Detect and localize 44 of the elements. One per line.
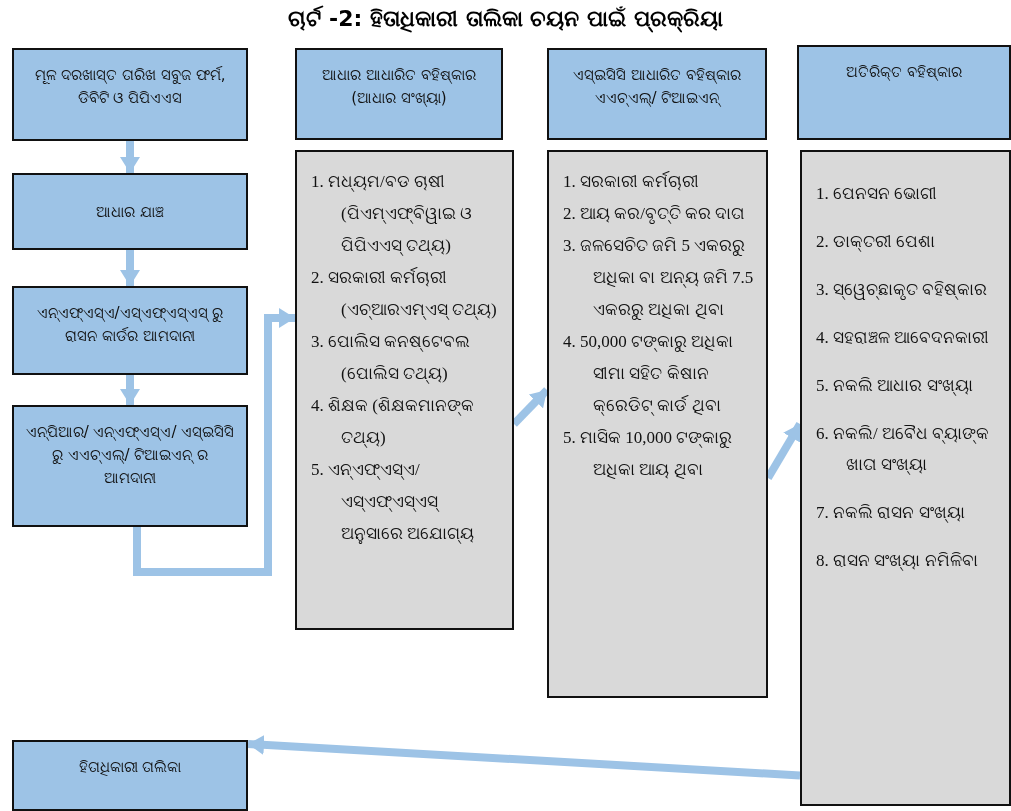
- process-box: [295, 48, 503, 140]
- arrow: [120, 375, 140, 405]
- list-item: 1. ସରକାରୀ କର୍ମଚାରୀ: [563, 170, 701, 193]
- process-box: [12, 286, 248, 375]
- list-item: 4. 50,000 ଟଙ୍କାରୁ ଅଧିକା ସୀମା ସହିତ କିଷାନ କ୍ରେଡିଟ୍ କାର୍ଡ ଥିବା: [563, 331, 735, 418]
- box-label: ଏନ୍‌ପିଆର/ ଏନ୍‌ଏଫ୍‌ଏସ୍‌ଏ/ ଏସ୍‌ଇସିସି ରୁ ଏଏଚ୍‌ଏଲ୍/ ଟିଆଇଏନ୍ ର ଆମଦାନୀ: [24, 422, 236, 489]
- list-item: 4. ଶିକ୍ଷକ (ଶିକ୍ଷକମାନଙ୍କ ତଥ୍ୟ): [311, 395, 475, 450]
- criteria-panel: [800, 150, 1011, 806]
- process-box: [12, 48, 248, 141]
- process-box: [12, 740, 248, 811]
- arrow: [120, 250, 140, 286]
- process-box: [547, 48, 767, 140]
- list-item: 6. ନକଲି/ ଅବୈଧ ବ୍ୟାଙ୍କ ଖାତା ସଂଖ୍ୟା: [816, 423, 991, 477]
- list-item: 5. ମାସିକ 10,000 ଟଙ୍କାରୁ ଅଧିକା ଆୟ ଥିବା: [563, 427, 734, 481]
- process-box: [12, 405, 248, 527]
- box-label: ଆଧାର ଆଧାରିତ ବହିଷ୍କାର (ଆଧାର ସଂଖ୍ୟା): [321, 65, 477, 109]
- process-box: [797, 45, 1011, 140]
- box-label: ଆଧାର ଯାଞ୍ଚ: [95, 202, 165, 223]
- list-item: 3. ସ୍ୱେଚ୍ଛାକୃତ ବହିଷ୍କାର: [816, 279, 989, 302]
- box-label: ମୂଳ ଦରଖାସ୍ତ ତାରିଖ ସବୁଜ ଫର୍ମ, ଡିବିଟି ଓ ପିପିଏଏସ: [33, 65, 227, 109]
- list-item: 2. ସରକାରୀ କର୍ମଚାରୀ (ଏଚ୍‌ଆରଏମ୍‌ଏସ୍ ତଥ୍ୟ): [311, 266, 498, 322]
- arrow: [120, 141, 140, 173]
- list-item: 5. ଏନ୍‌ଏଫ୍‌ଏସ୍‌ଏ/ ଏସ୍‌ଏଫ୍‌ଏସ୍‌ଏସ୍ ଅନୁସାରେ ଅଯୋଗ୍ୟ: [311, 459, 476, 546]
- arrow: [133, 308, 295, 576]
- list-item: 5. ନକଲି ଆଧାର ସଂଖ୍ୟା: [816, 375, 974, 398]
- list-item: 2. ଡାକ୍ତରୀ ପେଶା: [816, 231, 937, 254]
- chart-title: ଚାର୍ଟ -2: ହିତାଧିକାରୀ ତାଲିକା ଚୟନ ପାଇଁ ପ୍ରକ୍ରିୟା: [287, 4, 724, 34]
- list-item: 1. ପେନସନ ଭୋଗୀ: [816, 183, 939, 205]
- list-item: 7. ନକଲି ରାସନ ସଂଖ୍ୟା: [816, 502, 966, 525]
- list-item: 3. ପୋଲିସ କନଷ୍ଟେବଲ (ପୋଲିସ ତଥ୍ୟ): [311, 331, 472, 386]
- arrow: [511, 387, 550, 427]
- list-item: 4. ସହରାଞ୍ଚଳ ଆବେଦନକାରୀ: [816, 327, 991, 349]
- list-item: 2. ଆୟ କର/ବୃତ୍ତି କର ଦାତା: [563, 203, 747, 226]
- box-label: ଏସ୍‌ଇସିସି ଆଧାରିତ ବହିଷ୍କାର ଏଏଚ୍‌ଏଲ୍/ ଟିଆଇଏନ୍: [572, 65, 742, 109]
- box-label: ହିତାଧିକାରୀ ତାଲିକା: [77, 757, 183, 778]
- box-label: ଏନ୍‌ଏଫ୍‌ଏସ୍‌ଏ/ଏସ୍‌ଏଫ୍‌ଏସ୍‌ଏସ୍ ରୁ ରାସନ କାର୍ଡର ଆମଦାନୀ: [35, 303, 225, 347]
- process-box: [12, 173, 248, 250]
- list-item: 3. ଜଳସେଚିତ ଜମି 5 ଏକରରୁ ଅଧିକା ବା ଅନ୍ୟ ଜମି 7.5 ଏକରରୁ ଅଧିକା ଥିବା: [563, 235, 755, 322]
- criteria-panel: [547, 150, 768, 698]
- box-label: ଅତିରିକ୍ତ ବହିଷ୍କାର: [845, 62, 963, 83]
- criteria-panel: [295, 150, 514, 630]
- list-item: 8. ରାସନ ସଂଖ୍ୟା ନମିଳିବା: [816, 550, 979, 573]
- arrow: [247, 734, 801, 780]
- list-item: 1. ମଧ୍ୟମ/ବଡ ଚାଷୀ (ପିଏମ୍‌ଏଫ୍‌ବିୱାଇ ଓ ପିପିଏଏସ୍ ତଥ୍ୟ): [311, 171, 473, 258]
